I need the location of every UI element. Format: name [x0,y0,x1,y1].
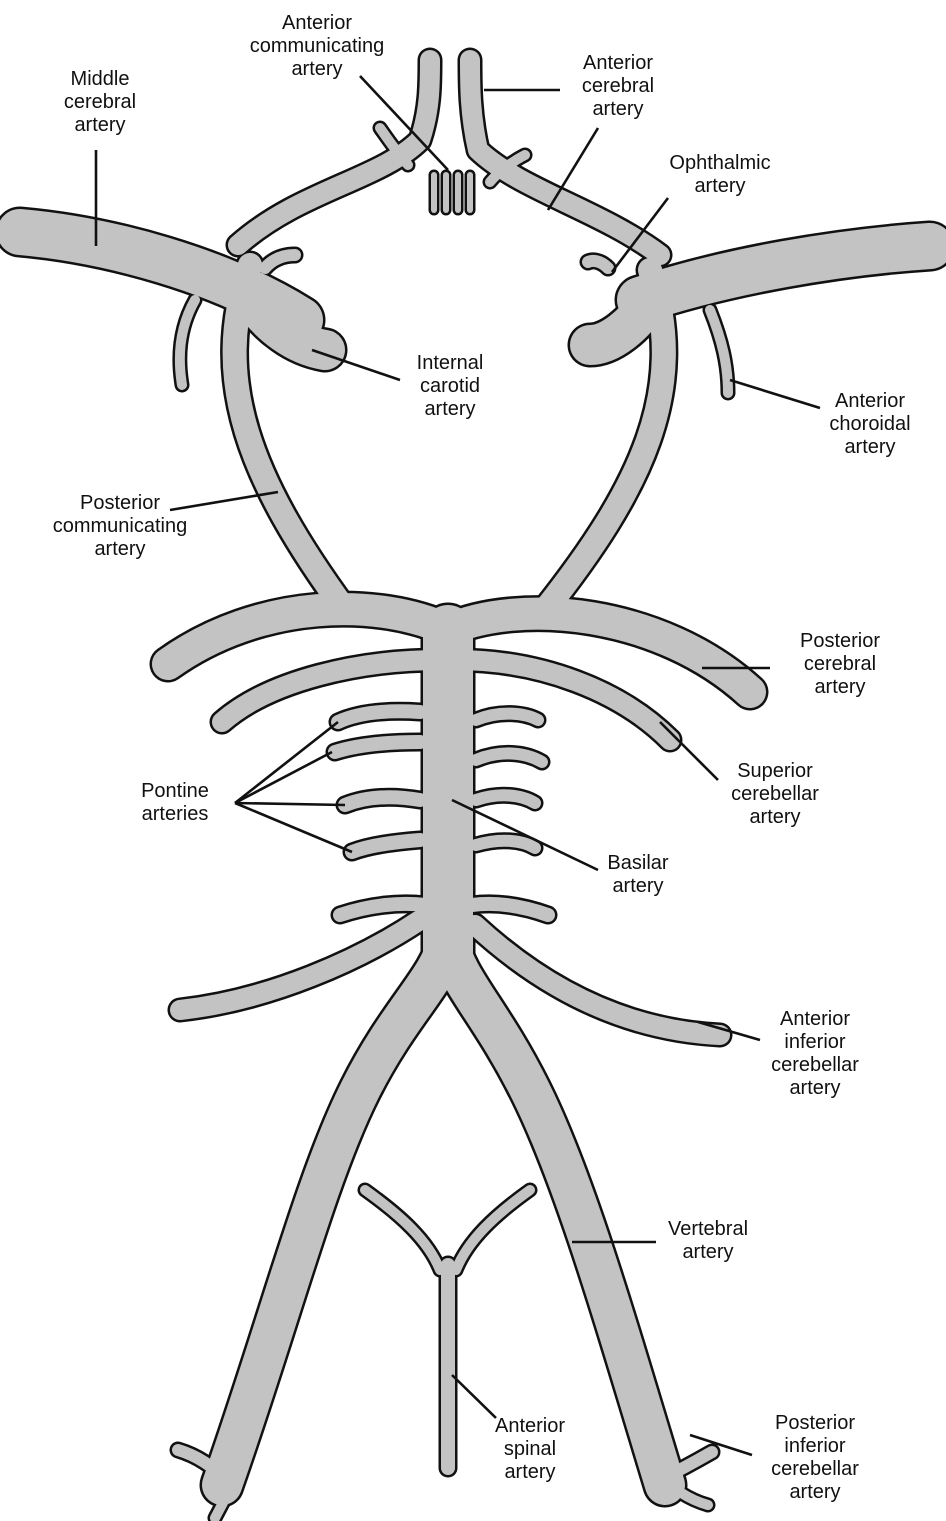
label-posterior-cerebral-artery: Posterior cerebral artery [765,630,915,699]
label-anterior-cerebral-artery: Anterior cerebral artery [548,52,688,121]
leader-pontine-3 [235,803,345,805]
leader-pontine-1 [235,722,338,803]
label-posterior-inferior-cerebellar-artery: Posterior inferior cerebellar artery [740,1412,890,1504]
label-vertebral-artery: Vertebral artery [638,1218,778,1264]
label-ophthalmic-artery: Ophthalmic artery [640,152,800,198]
label-basilar-artery: Basilar artery [578,852,698,898]
label-anterior-inferior-cerebellar-artery: Anterior inferior cerebellar artery [740,1008,890,1100]
pontine-right-1 [476,714,538,720]
leader-anterior-spinal [452,1375,496,1418]
choroidal-right [710,310,728,393]
leader-pontine-2 [235,752,332,803]
label-internal-carotid-artery: Internal carotid artery [390,352,510,421]
pontine-left-3 [345,797,420,805]
label-anterior-communicating-artery: Anterior communicating artery [222,12,412,81]
label-posterior-communicating-artery: Posterior communicating artery [25,492,215,561]
leader-pontine-4 [235,803,352,852]
label-anterior-choroidal-artery: Anterior choroidal artery [800,390,940,459]
label-middle-cerebral-artery: Middle cerebral artery [30,68,170,137]
aica-left [180,920,420,1010]
label-pontine-arteries: Pontine arteries [110,780,240,826]
label-anterior-spinal-artery: Anterior spinal artery [470,1415,590,1484]
ophthalmic-right [588,261,608,268]
label-superior-cerebellar-artery: Superior cerebellar artery [700,760,850,829]
